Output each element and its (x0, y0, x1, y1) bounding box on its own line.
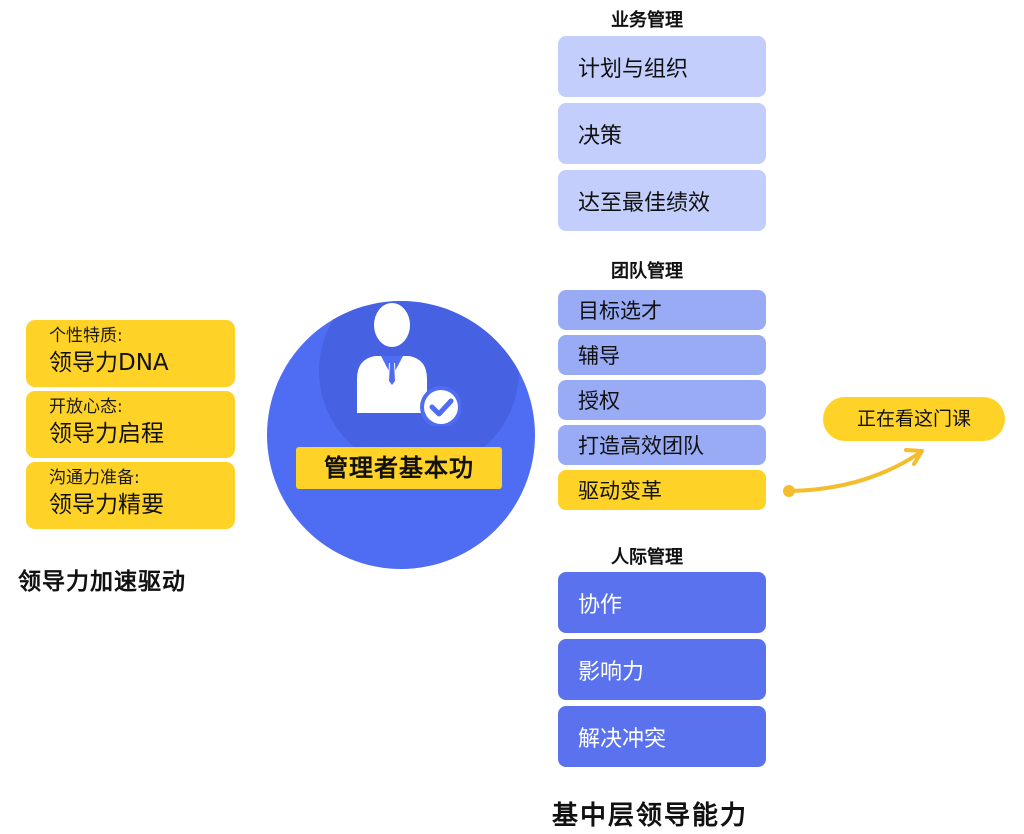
interpersonal-item-influence[interactable]: 影响力 (558, 639, 766, 700)
business-item-planning[interactable]: 计划与组织 (558, 36, 766, 97)
pointer-arrow-icon (783, 448, 924, 497)
current-course-badge: 正在看这门课 (823, 397, 1005, 441)
business-item-performance[interactable]: 达至最佳绩效 (558, 170, 766, 231)
card-open-mind-title: 领导力启程 (49, 421, 164, 447)
card-personality-title: 领导力DNA (49, 350, 169, 376)
business-item-decision[interactable]: 决策 (558, 103, 766, 164)
card-open-mind-tag: 开放心态: (49, 397, 123, 417)
center-circle (267, 301, 535, 569)
card-personality[interactable]: 个性特质: 领导力DNA (26, 320, 235, 387)
section-team-title: 团队管理 (611, 261, 683, 282)
team-item-selection[interactable]: 目标选才 (558, 290, 766, 330)
interpersonal-item-conflict[interactable]: 解决冲突 (558, 706, 766, 767)
card-open-mind[interactable]: 开放心态: 领导力启程 (26, 391, 235, 458)
card-communication-title: 领导力精要 (49, 492, 164, 518)
team-item-change-current[interactable]: 驱动变革 (558, 470, 766, 510)
interpersonal-item-collaboration[interactable]: 协作 (558, 572, 766, 633)
team-item-coaching[interactable]: 辅导 (558, 335, 766, 375)
team-item-high-performance[interactable]: 打造高效团队 (558, 425, 766, 465)
card-communication[interactable]: 沟通力准备: 领导力精要 (26, 462, 235, 529)
section-business-title: 业务管理 (611, 10, 683, 31)
left-caption: 领导力加速驱动 (18, 569, 186, 595)
card-personality-tag: 个性特质: (49, 326, 123, 346)
card-communication-tag: 沟通力准备: (49, 468, 140, 488)
bottom-caption: 基中层领导能力 (552, 801, 749, 831)
manager-check-icon (357, 303, 461, 426)
section-interpersonal-title: 人际管理 (611, 547, 683, 568)
center-label: 管理者基本功 (296, 447, 502, 489)
team-item-empowerment[interactable]: 授权 (558, 380, 766, 420)
